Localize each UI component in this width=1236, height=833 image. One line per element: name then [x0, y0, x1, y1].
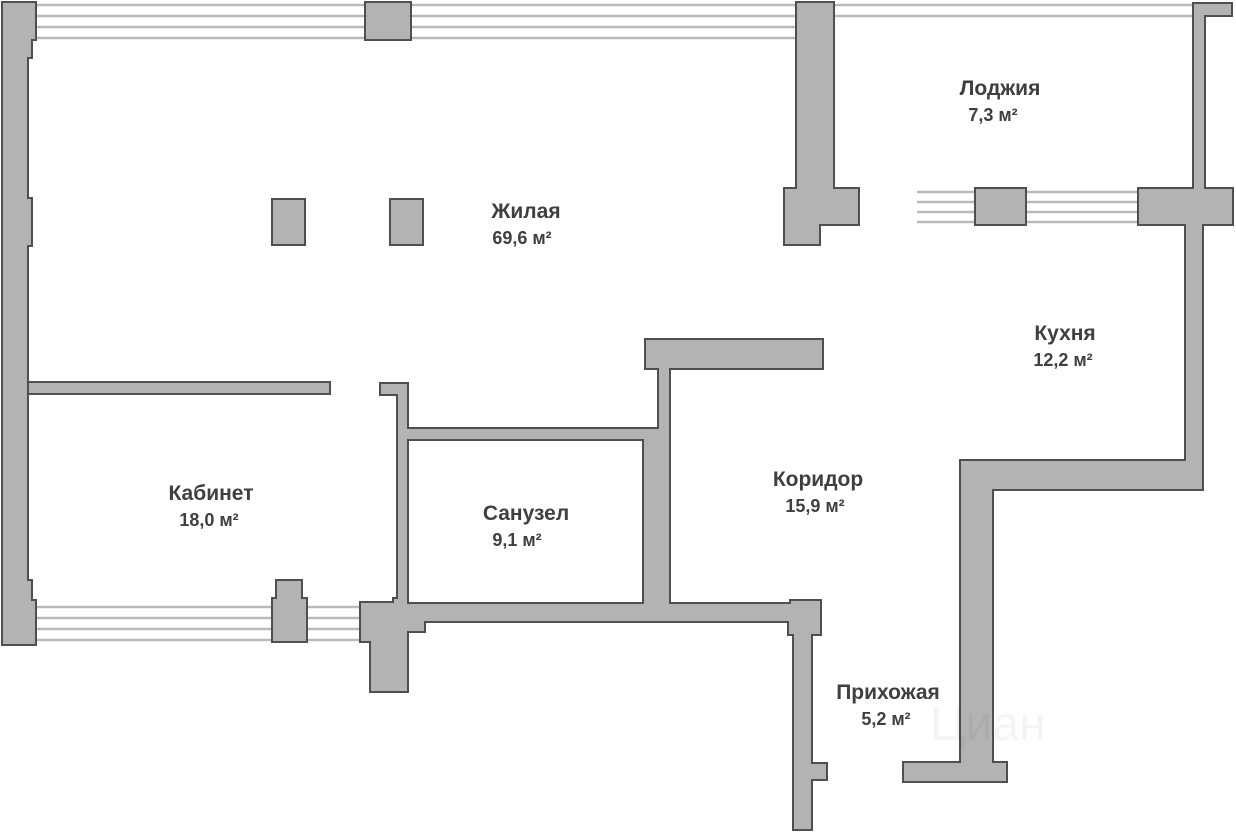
pillar-kitchen-window — [974, 187, 1027, 226]
window-study — [34, 605, 362, 642]
wall-loggia-left — [783, 1, 860, 246]
room-area: 5,2 м² — [861, 709, 910, 729]
room-hallway: Прихожая 5,2 м² — [836, 681, 940, 729]
room-study: Кабинет 18,0 м² — [168, 482, 253, 530]
room-area: 12,2 м² — [1033, 350, 1092, 370]
room-name: Коридор — [773, 468, 863, 491]
room-loggia: Лоджия 7,3 м² — [960, 77, 1041, 125]
room-kitchen: Кухня 12,2 м² — [1033, 322, 1095, 370]
room-jilaya: Жилая 69,6 м² — [490, 200, 560, 248]
room-area: 18,0 м² — [179, 510, 238, 530]
wall-study-partition — [27, 381, 331, 395]
room-corridor: Коридор 15,9 м² — [773, 468, 863, 516]
room-area: 9,1 м² — [492, 530, 541, 550]
room-name: Лоджия — [960, 77, 1041, 100]
wall-loggia-right — [902, 2, 1234, 783]
room-name: Жилая — [490, 200, 560, 223]
pillar-study-window — [271, 579, 308, 643]
column-2 — [389, 198, 424, 246]
room-area: 69,6 м² — [492, 228, 551, 248]
watermark: Циан — [930, 698, 1046, 751]
room-name: Кабинет — [168, 482, 253, 505]
bathroom-inner — [407, 439, 644, 604]
room-area: 7,3 м² — [968, 105, 1017, 125]
wall-left-outer — [1, 1, 37, 646]
column-1 — [271, 198, 306, 246]
window-top-left — [36, 3, 797, 40]
room-area: 15,9 м² — [785, 496, 844, 516]
room-name: Кухня — [1034, 322, 1095, 345]
window-kitchen — [917, 190, 1140, 224]
pillar-top — [364, 1, 412, 41]
window-loggia-top — [835, 3, 1193, 18]
room-bathroom: Санузел 9,1 м² — [483, 502, 569, 550]
room-name: Санузел — [483, 502, 569, 525]
room-name: Прихожая — [836, 681, 940, 704]
